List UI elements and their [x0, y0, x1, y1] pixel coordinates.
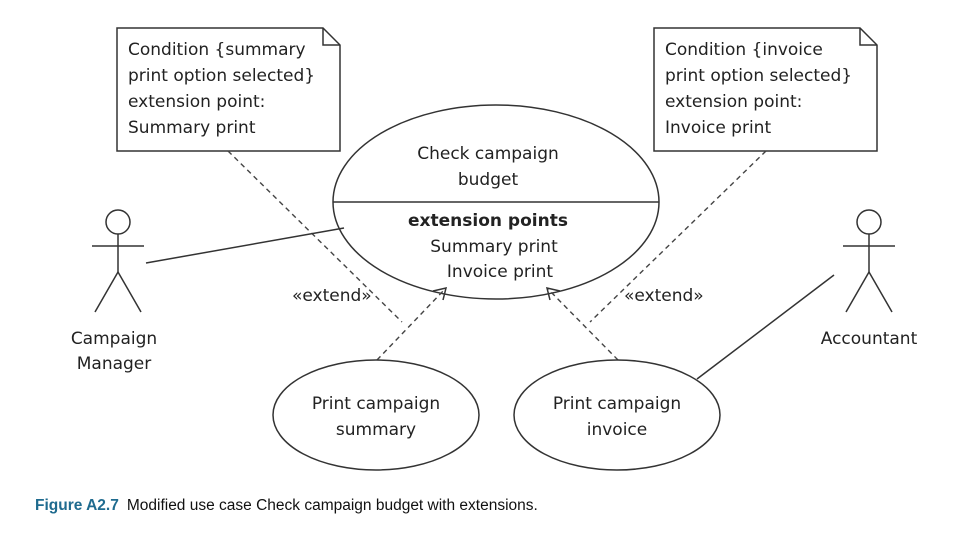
figure-caption: Figure A2.7 Modified use case Check campa… [35, 497, 538, 515]
extend-label: «extend» [624, 286, 704, 306]
use-case-check-campaign-budget: Check campaign budget extension points S… [332, 104, 660, 300]
extend-arrowhead [432, 286, 448, 301]
note-line: print option selected} [665, 66, 852, 86]
use-case-name-line: Check campaign [417, 144, 559, 164]
note-fold [859, 28, 877, 46]
extend-summary: «extend» [292, 286, 448, 361]
note-anchor-right [589, 150, 767, 323]
note-line: Condition {summary [128, 40, 306, 60]
use-case-name-line: invoice [587, 420, 648, 440]
extension-point: Summary print [430, 237, 558, 257]
use-case-print-campaign-summary: Print campaign summary [272, 359, 480, 471]
actor-leg [117, 271, 142, 313]
association-accountant-print-invoice [696, 274, 835, 380]
note-line: Condition {invoice [665, 40, 823, 60]
association-manager-check-budget [145, 227, 345, 264]
note-fold [322, 28, 340, 46]
use-case-name-line: summary [336, 420, 416, 440]
note-line: Summary print [128, 118, 256, 138]
note-anchor-left [227, 150, 403, 323]
extend-dashed-line [546, 287, 619, 361]
actor-leg [94, 271, 119, 313]
extend-dashed-line [376, 287, 447, 361]
use-case-name-line: Print campaign [553, 394, 681, 414]
note-box [653, 27, 878, 152]
note-invoice-condition: Condition {invoice print option selected… [653, 27, 878, 152]
figure-caption-text: Modified use case Check campaign budget … [126, 497, 538, 514]
actor-leg [868, 271, 893, 313]
extend-arrowhead [545, 286, 561, 301]
actor-label-line: Campaign [71, 329, 157, 349]
use-case-name-line: budget [458, 170, 519, 190]
extend-invoice: «extend» [545, 286, 704, 361]
note-line: Invoice print [665, 118, 771, 138]
actor-accountant: Accountant [821, 209, 918, 349]
extension-point: Invoice print [447, 262, 553, 282]
use-case-ellipse [513, 359, 721, 471]
note-line: extension point: [128, 92, 265, 112]
use-case-name-line: Print campaign [312, 394, 440, 414]
note-box [116, 27, 341, 152]
note-summary-condition: Condition {summary print option selected… [116, 27, 341, 152]
extend-label: «extend» [292, 286, 372, 306]
figure-label: Figure A2.7 [35, 497, 119, 514]
use-case-ellipse [272, 359, 480, 471]
actor-campaign-manager: Campaign Manager [71, 209, 157, 374]
note-line: print option selected} [128, 66, 315, 86]
extension-points-title: extension points [408, 211, 568, 231]
actor-leg [845, 271, 870, 313]
actor-head [856, 209, 882, 235]
use-case-print-campaign-invoice: Print campaign invoice [513, 359, 721, 471]
actor-label-line: Accountant [821, 329, 918, 349]
note-line: extension point: [665, 92, 802, 112]
actor-head [105, 209, 131, 235]
actor-label-line: Manager [77, 354, 152, 374]
